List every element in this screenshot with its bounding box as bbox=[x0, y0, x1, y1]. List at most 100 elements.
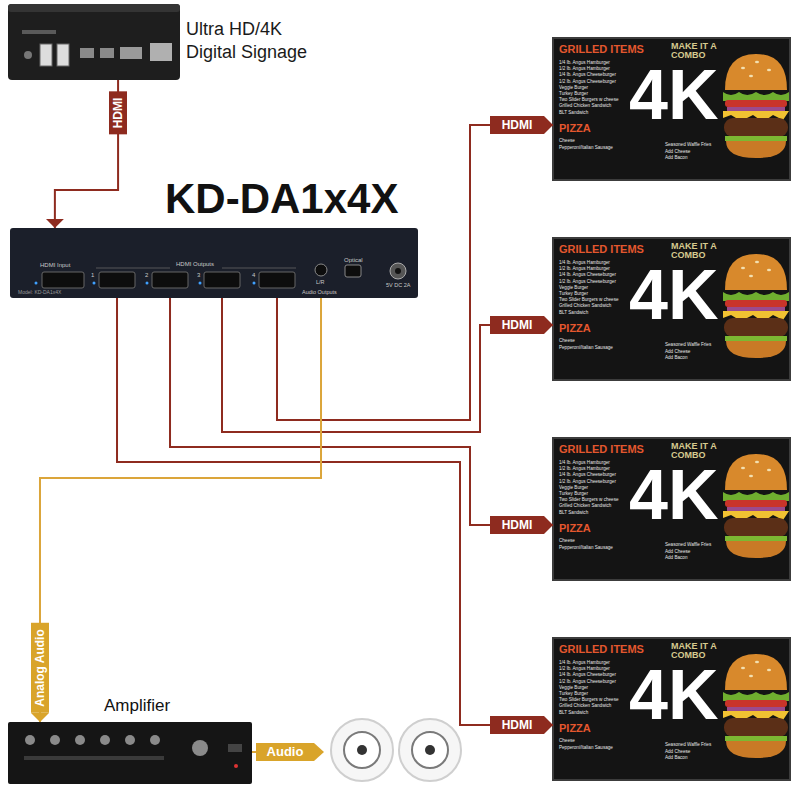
signal-badge: HDMI bbox=[490, 716, 544, 734]
hdmi-port bbox=[99, 272, 135, 288]
menu-item: 1/4 lb. Angus Cheeseburger bbox=[559, 672, 616, 677]
menu-item: BLT Sandwich bbox=[559, 110, 588, 115]
display-screen: GRILLED ITEMS1/4 lb. Angus Hamburger1/2 … bbox=[553, 638, 790, 780]
model-heading: KD-DA1x4X bbox=[165, 178, 398, 220]
menu-item: Seasoned Waffle Fries bbox=[665, 742, 711, 747]
display-frame bbox=[553, 238, 790, 380]
power-jack-pin bbox=[395, 268, 401, 274]
mini-port bbox=[100, 48, 114, 58]
menu-item: 1/2 lb. Angus Hamburger bbox=[559, 466, 610, 471]
menu-item: Turkey Burger bbox=[559, 291, 588, 296]
port-label: HDMI Outputs bbox=[176, 261, 214, 268]
hdmi-port bbox=[259, 272, 295, 288]
burger-picture bbox=[723, 654, 789, 758]
amp-knob bbox=[75, 735, 85, 745]
usb-port bbox=[40, 44, 52, 66]
menu-item: Cheese bbox=[559, 138, 575, 143]
splitter-box: KD-DA1x4X bbox=[10, 228, 418, 298]
menu-item: 1/2 lb. Angus Cheeseburger bbox=[559, 479, 616, 484]
menu-heading: GRILLED ITEMS bbox=[559, 243, 644, 256]
menu-item: 1/2 lb. Angus Cheeseburger bbox=[559, 279, 616, 284]
menu-item: Add Cheese bbox=[665, 149, 690, 154]
speaker-center bbox=[425, 745, 435, 755]
burger-picture bbox=[723, 454, 789, 558]
speaker bbox=[399, 719, 461, 781]
menu-item: Pepperoni/Italian Sausage bbox=[559, 345, 613, 350]
menu-item: 1/4 lb. Angus Hamburger bbox=[559, 260, 610, 265]
panel-rule bbox=[96, 268, 170, 269]
port-number: 1 bbox=[91, 272, 94, 279]
menu-item: BLT Sandwich bbox=[559, 710, 588, 715]
burger-picture bbox=[723, 54, 789, 158]
hdmi-port bbox=[120, 47, 142, 59]
panel-rule bbox=[222, 268, 296, 269]
menu-item: Add Bacon bbox=[665, 755, 687, 760]
amp-knob bbox=[25, 735, 35, 745]
menu-item: Grilled Chicken Sandwich bbox=[559, 503, 611, 508]
menu-item: BLT Sandwich bbox=[559, 310, 588, 315]
mini-pc-top bbox=[8, 4, 180, 12]
connector bbox=[117, 298, 553, 725]
menu-heading: MAKE IT A COMBO bbox=[671, 42, 723, 61]
status-led bbox=[146, 282, 149, 285]
power-jack bbox=[390, 263, 406, 279]
port-label: Audio Outputs bbox=[302, 289, 337, 295]
menu-heading: GRILLED ITEMS bbox=[559, 643, 644, 656]
mini-port bbox=[80, 48, 94, 58]
menu-item: 1/4 lb. Angus Hamburger bbox=[559, 660, 610, 665]
device-caption: Amplifier bbox=[104, 696, 170, 716]
speaker bbox=[331, 719, 393, 781]
source-device: Ultra HD/4K Digital Signage bbox=[8, 4, 180, 80]
menu-item: Two Slider Burgers w cheese bbox=[559, 497, 619, 502]
menu-heading: MAKE IT A COMBO bbox=[671, 242, 723, 261]
menu-heading: PIZZA bbox=[559, 322, 591, 335]
connector bbox=[277, 125, 553, 420]
menu-item: Pepperoni/Italian Sausage bbox=[559, 145, 613, 150]
menu-item: Seasoned Waffle Fries bbox=[665, 142, 711, 147]
signal-badge: HDMI bbox=[109, 92, 127, 135]
menu-item: 1/2 lb. Angus Cheeseburger bbox=[559, 679, 616, 684]
audio-jack bbox=[315, 264, 327, 276]
menu-item: Turkey Burger bbox=[559, 691, 588, 696]
speaker-center bbox=[357, 745, 367, 755]
menu-heading: PIZZA bbox=[559, 122, 591, 135]
usb-port bbox=[57, 44, 69, 66]
port-number: 4 bbox=[252, 272, 255, 279]
amp-master-knob bbox=[192, 740, 208, 756]
menu-item: 1/4 lb. Angus Cheeseburger bbox=[559, 72, 616, 77]
resolution-mark: 4K bbox=[629, 664, 718, 727]
menu-heading: PIZZA bbox=[559, 522, 591, 535]
menu-item: Add Cheese bbox=[665, 749, 690, 754]
menu-item: Veggie Burger bbox=[559, 685, 588, 690]
resolution-mark: 4K bbox=[629, 464, 718, 527]
status-led bbox=[35, 282, 38, 285]
display-screen: GRILLED ITEMS1/4 lb. Angus Hamburger1/2 … bbox=[553, 238, 790, 380]
menu-item: Veggie Burger bbox=[559, 485, 588, 490]
amplifier-box: Amplifier bbox=[8, 722, 252, 784]
menu-item: Turkey Burger bbox=[559, 491, 588, 496]
model-label: Model: KD-DA1x4X bbox=[18, 290, 61, 296]
menu-item: Seasoned Waffle Fries bbox=[665, 542, 711, 547]
signal-badge: HDMI bbox=[490, 316, 544, 334]
menu-item: Two Slider Burgers w cheese bbox=[559, 297, 619, 302]
amp-knob bbox=[125, 735, 135, 745]
menu-item: Add Bacon bbox=[665, 555, 687, 560]
menu-item: Cheese bbox=[559, 338, 575, 343]
menu-item: 1/2 lb. Angus Hamburger bbox=[559, 266, 610, 271]
hdmi-port bbox=[42, 272, 84, 288]
status-led bbox=[253, 282, 256, 285]
burger-picture bbox=[723, 254, 789, 358]
menu-heading: GRILLED ITEMS bbox=[559, 443, 644, 456]
amp-switch bbox=[228, 744, 242, 752]
display-frame bbox=[553, 638, 790, 780]
menu-item: 1/2 lb. Angus Hamburger bbox=[559, 666, 610, 671]
optical-port bbox=[345, 265, 361, 277]
card-slot bbox=[22, 30, 56, 34]
menu-item: Two Slider Burgers w cheese bbox=[559, 697, 619, 702]
menu-item: 1/4 lb. Angus Hamburger bbox=[559, 460, 610, 465]
mini-pc-body bbox=[8, 4, 180, 80]
port-label: HDMI Input bbox=[40, 262, 70, 269]
menu-item: Pepperoni/Italian Sausage bbox=[559, 745, 613, 750]
menu-heading: MAKE IT A COMBO bbox=[671, 642, 723, 661]
